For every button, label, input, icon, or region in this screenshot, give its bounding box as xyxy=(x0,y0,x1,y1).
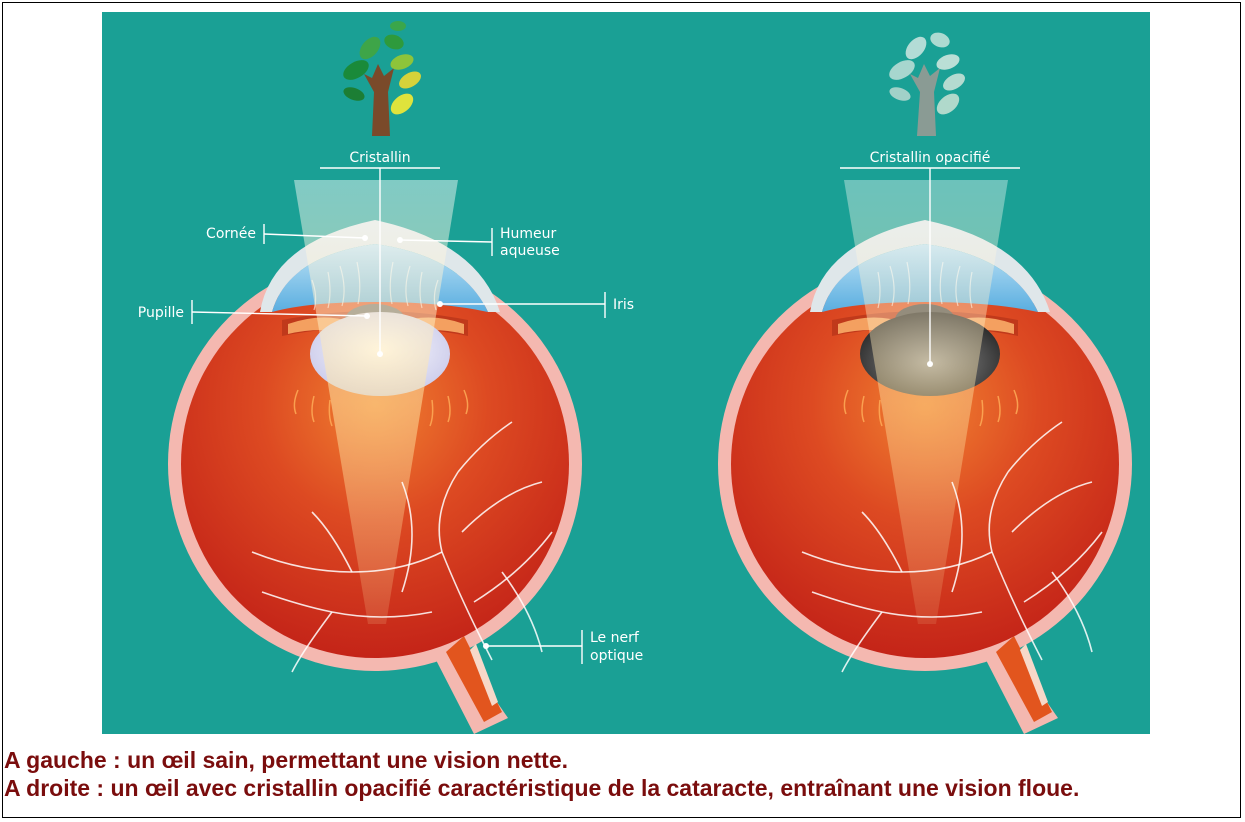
caption-line-2: A droite : un œil avec cristallin opacif… xyxy=(4,774,1079,802)
label-cristallin-opacifie: Cristallin opacifié xyxy=(870,150,991,166)
label-nerve-1: Le nerf xyxy=(590,630,640,646)
tree-icon xyxy=(340,21,424,136)
caption-line-1: A gauche : un œil sain, permettant une v… xyxy=(4,746,568,774)
label-nerve-2: optique xyxy=(590,648,643,664)
label-pupil: Pupille xyxy=(138,305,184,321)
label-aqueous-1: Humeur xyxy=(500,226,557,242)
faded-tree-icon xyxy=(886,30,968,136)
label-iris: Iris xyxy=(613,297,634,313)
cataract-eye: Cristallin opacifié xyxy=(718,30,1132,734)
label-cristallin: Cristallin xyxy=(349,150,410,166)
healthy-eye: Cristallin Cornée Humeur aqueuse Pupille… xyxy=(138,21,643,734)
label-aqueous-2: aqueuse xyxy=(500,243,560,259)
label-cornea: Cornée xyxy=(206,226,256,242)
eye-diagram: Cristallin Cornée Humeur aqueuse Pupille… xyxy=(102,12,1150,734)
